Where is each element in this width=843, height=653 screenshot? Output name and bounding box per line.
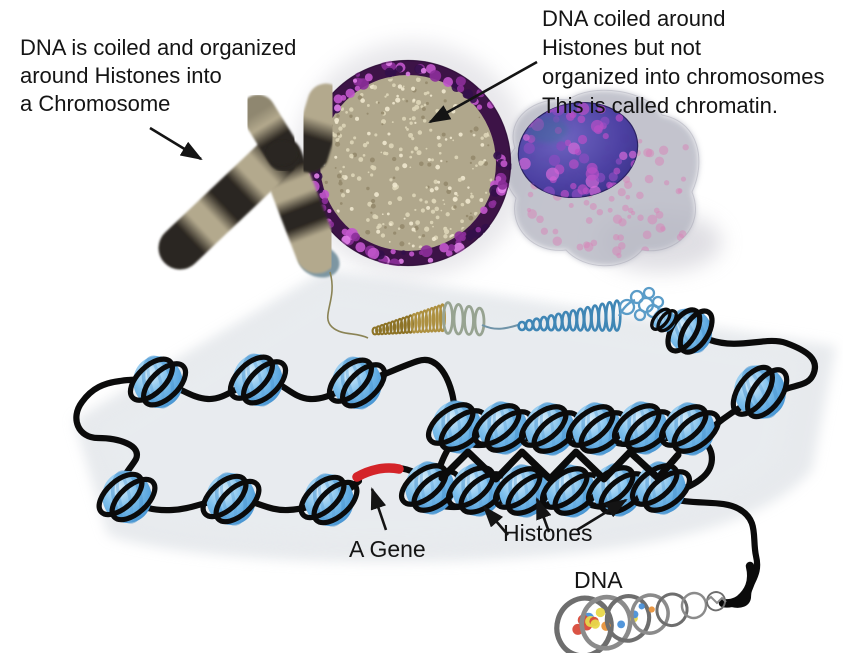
dna-wrap <box>730 364 790 420</box>
histone-bead <box>518 402 582 456</box>
dna-wrap <box>227 354 289 406</box>
nucleoplasm-speckles <box>322 77 493 249</box>
histone-bead <box>127 355 189 409</box>
dna-wrap <box>298 474 360 526</box>
dna-wrap <box>200 473 262 525</box>
arrow-to-gene <box>370 487 388 531</box>
chromatin-fiber-coils <box>327 271 665 339</box>
histone-bead <box>227 353 289 407</box>
histone-bead <box>96 470 158 524</box>
dna-wrap <box>96 471 158 523</box>
histone-bead <box>200 472 262 526</box>
caption-line: Histones but not <box>542 35 701 60</box>
histone-bead <box>298 473 360 527</box>
nucleus-with-chromatin <box>304 59 512 267</box>
histone-bead <box>611 401 675 455</box>
cell-chromatin-speckles <box>522 133 689 259</box>
arrow-to-histone-right <box>576 498 628 532</box>
dna-double-helix <box>554 591 727 653</box>
arrow-to-histone-middle <box>535 497 552 533</box>
annotation-arrows <box>149 60 628 536</box>
nucleosome-chain <box>73 307 818 608</box>
dna-wrap <box>650 307 678 333</box>
chromosome-caption: DNA is coiled and organized around Histo… <box>20 34 296 118</box>
dna-wrap <box>127 356 189 408</box>
histones-label: Histones <box>503 520 593 546</box>
arrow-to-histone-left <box>482 505 509 536</box>
arrow-to-chromatin <box>428 60 538 124</box>
caption-line: a Chromosome <box>20 91 171 116</box>
histone-bead <box>425 400 489 454</box>
caption-line: This is called chromatin. <box>542 93 778 118</box>
chromatin-caption: DNA coiled around Histones but not organ… <box>542 4 824 120</box>
arrow-to-chromosome <box>149 126 203 161</box>
histone-bead <box>650 307 678 333</box>
dna-label: DNA <box>574 567 623 593</box>
cell <box>504 89 722 272</box>
dna-wrap <box>658 404 722 454</box>
chromosome <box>158 83 345 278</box>
histone-bead <box>665 307 715 355</box>
histone-bead <box>730 364 790 420</box>
histone-bead <box>658 402 722 456</box>
caption-line: DNA coiled around <box>542 6 726 31</box>
caption-line: organized into chromosomes <box>542 64 825 89</box>
gene-segment <box>352 463 404 482</box>
caption-line: around Histones into <box>20 63 222 88</box>
gene-label: A Gene <box>349 536 426 562</box>
dna-wrap <box>326 357 388 409</box>
histone-bead <box>326 356 388 410</box>
caption-line: DNA is coiled and organized <box>20 35 297 60</box>
